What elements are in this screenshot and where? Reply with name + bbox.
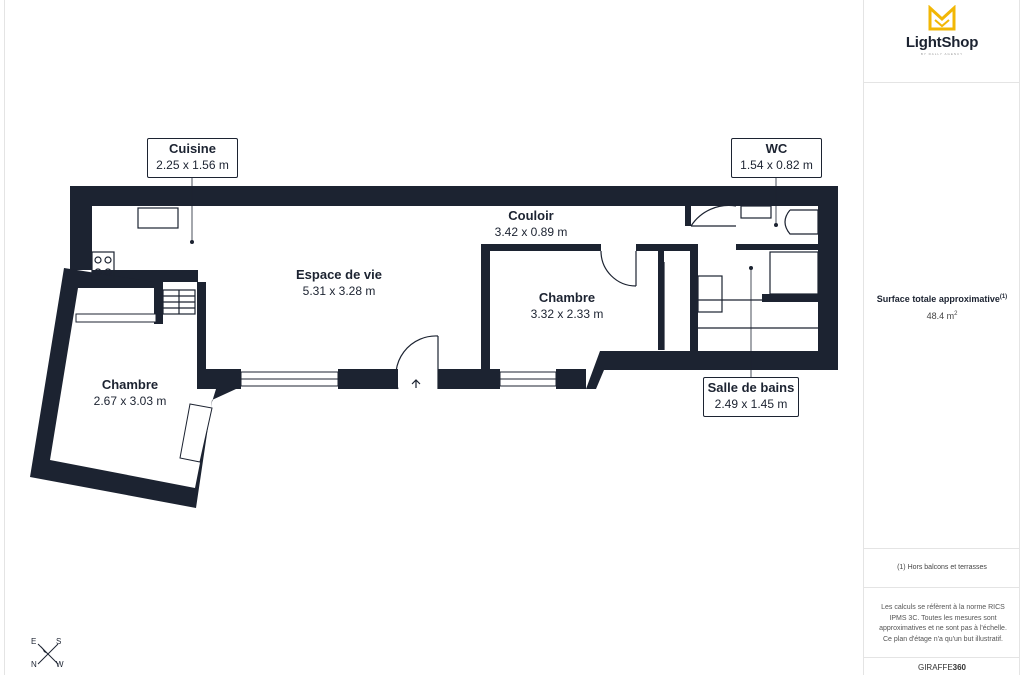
wall-chambre1-top-b: [636, 244, 696, 251]
wall-chambre1-right: [690, 244, 698, 351]
wall-bottom-2: [338, 369, 398, 389]
room-dim-cuisine: 2.25 x 1.56 m: [156, 158, 229, 172]
room-name-espace-de-vie: Espace de vie: [296, 267, 382, 282]
room-dim-wc: 1.54 x 0.82 m: [740, 158, 813, 172]
compass: E S N W: [28, 634, 68, 674]
room-name-wc: WC: [765, 141, 788, 156]
label-chambre-1: Chambre 3.32 x 2.33 m: [512, 290, 622, 322]
wall-right: [818, 186, 838, 370]
credit-prefix: GIRAFFE: [917, 663, 953, 672]
wall-chambre1-top-a: [481, 244, 601, 251]
page-frame: [4, 0, 1020, 675]
room-name-couloir: Couloir: [508, 208, 554, 223]
wall-bottom-3: [438, 369, 500, 389]
sidebar-divider: [864, 548, 1020, 549]
room-name-salle-de-bains: Salle de bains: [707, 380, 795, 395]
label-cuisine: Cuisine 2.25 x 1.56 m: [147, 138, 238, 178]
surface-value-text: 48.4 m: [926, 311, 955, 321]
giraffe360-credit: GIRAFFE360: [864, 663, 1020, 672]
wall-chambre2-inner-top: [154, 282, 163, 324]
compass-icon: [37, 643, 59, 665]
wall-wc-bottom: [736, 244, 818, 250]
disclaimer: Les calculs se réfèrent à la norme RICS …: [879, 604, 1007, 643]
surface-title: Surface totale approximative(1): [864, 294, 1020, 304]
wall-top: [70, 186, 838, 206]
logo-area: LightShop BY DALLY AGENCY: [864, 0, 1020, 83]
surface-title-text: Surface totale approximative: [876, 294, 1000, 304]
label-wc: WC 1.54 x 0.82 m: [731, 138, 822, 178]
room-dim-salle-de-bains: 2.49 x 1.45 m: [714, 397, 788, 411]
sidebar-divider: [864, 587, 1020, 588]
entry-arrow: [411, 379, 421, 388]
wall-bath-inner: [658, 250, 664, 350]
compass-s: S: [56, 637, 62, 646]
wall-bottom-1: [203, 369, 241, 389]
info-sidebar: LightShop BY DALLY AGENCY Surface totale…: [863, 0, 1020, 675]
wall-bottom-4: [556, 369, 586, 389]
room-dim-chambre-1: 3.32 x 2.33 m: [530, 307, 604, 321]
label-couloir: Couloir 3.42 x 0.89 m: [476, 208, 586, 240]
room-name-cuisine: Cuisine: [169, 141, 216, 156]
wall-bottom-angled: [586, 351, 838, 389]
floor-plan: [30, 177, 838, 508]
wall-left-upper: [70, 186, 92, 270]
brand-name: LightShop: [905, 34, 979, 51]
brand-tagline: BY DALLY AGENCY: [920, 52, 964, 56]
room-dim-espace-de-vie: 5.31 x 3.28 m: [302, 284, 376, 298]
window-chambre2-side: [179, 403, 213, 463]
wall-wc-left: [685, 206, 691, 226]
room-dim-couloir: 3.42 x 0.89 m: [494, 225, 568, 239]
surface-value: 48.4 m2: [864, 311, 1020, 321]
surface-value-unit: 2: [954, 311, 958, 317]
entry-door-swing: [395, 335, 439, 390]
credit-suffix: 360: [952, 663, 967, 672]
label-chambre-2: Chambre 2.67 x 3.03 m: [75, 377, 185, 409]
wall-espace-left: [197, 282, 206, 389]
sidebar-divider: [864, 657, 1020, 658]
compass-w: W: [56, 660, 64, 669]
room-name-chambre-2: Chambre: [101, 377, 159, 392]
room-name-chambre-1: Chambre: [538, 290, 596, 305]
room-dim-chambre-2: 2.67 x 3.03 m: [93, 394, 167, 408]
compass-e: E: [31, 637, 37, 646]
surface-title-note: (1): [999, 294, 1008, 300]
window-chambre2-top: [75, 313, 157, 323]
lightshop-logo-icon: [928, 5, 956, 31]
label-salle-de-bains: Salle de bains 2.49 x 1.45 m: [703, 377, 799, 417]
footnote: (1) Hors balcons et terrasses: [897, 564, 987, 571]
wall-chambre1-left: [481, 244, 490, 369]
wall-shower: [762, 294, 818, 302]
label-espace-de-vie: Espace de vie 5.31 x 3.28 m: [279, 267, 399, 299]
compass-n: N: [31, 660, 37, 669]
